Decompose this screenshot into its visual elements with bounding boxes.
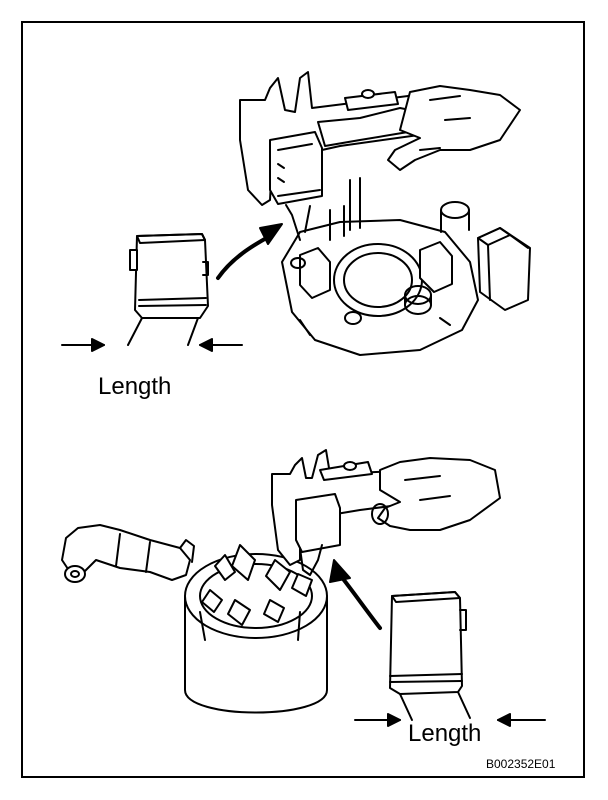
arrow-curved-top [216, 223, 283, 280]
brush-loose-right [477, 227, 531, 311]
hand-bottom [371, 457, 501, 531]
dimension-arrows-bottom [354, 713, 546, 727]
dimension-arrows-top [61, 338, 243, 352]
lead-wire [61, 524, 195, 583]
brush-holder-top [281, 177, 479, 356]
starter-housing [184, 544, 328, 714]
brush-detail-top [127, 233, 209, 346]
arrow-curved-bottom [329, 559, 382, 630]
hand-top [387, 85, 521, 171]
brush-detail-bottom [389, 591, 471, 721]
length-label-bottom: Length [408, 720, 482, 747]
length-label-top: Length [98, 373, 172, 400]
figure-code: B002352E01 [486, 757, 556, 771]
